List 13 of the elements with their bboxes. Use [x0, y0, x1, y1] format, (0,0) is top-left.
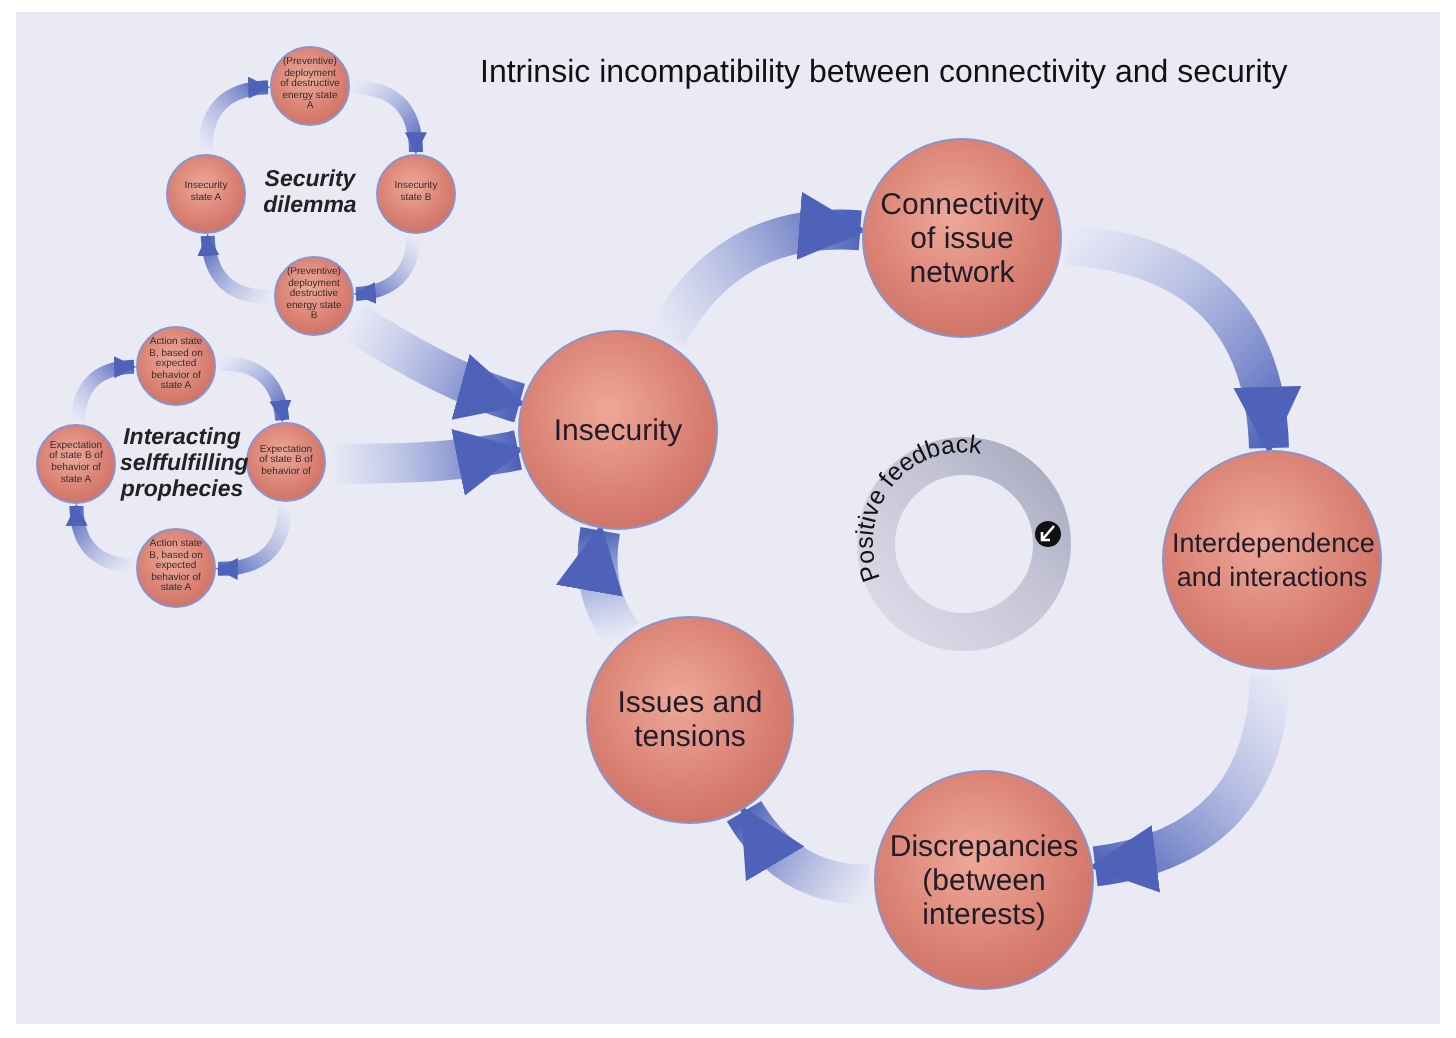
- diagram-title: Intrinsic incompatibility between connectivity and security: [480, 56, 1288, 92]
- node-label: Connectivity of issue network: [878, 187, 1046, 289]
- cycle-label: Security dilemma: [261, 168, 359, 220]
- node-label: Insecurity: [551, 413, 685, 447]
- arrow: [1088, 672, 1290, 890]
- node-label: Issues and tensions: [615, 686, 765, 754]
- cycle-label: Interacting selffulfilling prophecies: [120, 426, 244, 504]
- arrow: [1063, 224, 1299, 455]
- arrow: [727, 800, 871, 905]
- node-label: Interdependence and interactions: [1172, 526, 1372, 594]
- node-label: Discrepancies (between interests): [887, 829, 1081, 931]
- arrow: [343, 305, 527, 423]
- arrow: [333, 428, 525, 495]
